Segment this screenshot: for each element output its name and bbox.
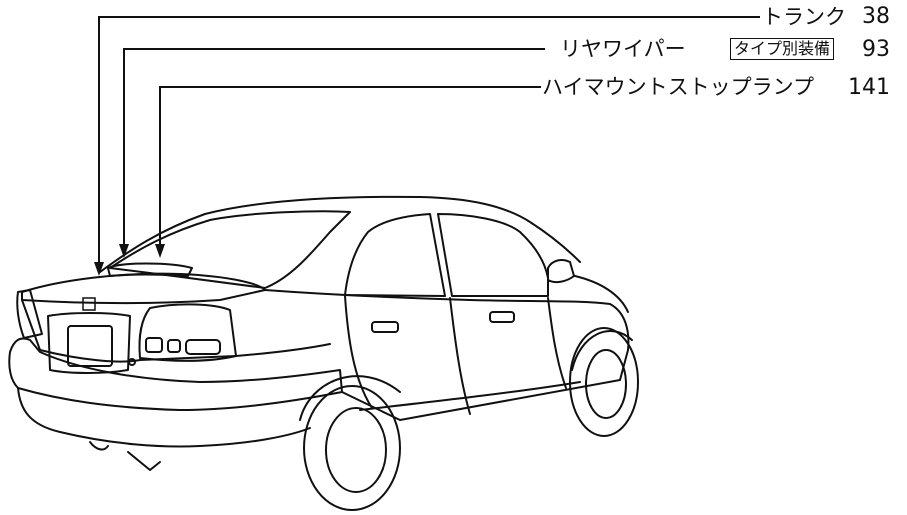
- trunk-lid: [21, 272, 266, 304]
- leader-line-rear-wiper: [123, 48, 545, 254]
- high-mount-lamp-housing: [107, 262, 193, 277]
- license-plate-recess: [47, 312, 131, 374]
- door-line-middle: [449, 297, 471, 415]
- mud-flap-rear: [127, 451, 161, 471]
- arrow-head-icon: [155, 244, 165, 258]
- license-plate: [67, 325, 113, 367]
- callout-high-mount-stop-lamp-page: 141: [848, 75, 890, 100]
- door-line-rear: [344, 295, 373, 409]
- door-line-front: [547, 297, 567, 389]
- leader-line-trunk: [98, 16, 760, 272]
- door-handle-front: [489, 311, 515, 323]
- key-cylinder: [128, 358, 136, 366]
- rear-window: [109, 210, 351, 289]
- front-wheel-arch: [571, 330, 633, 371]
- side-moulding: [359, 381, 581, 411]
- tail-lamp-lens: [145, 337, 163, 353]
- rear-wheel-tyre: [303, 385, 401, 511]
- arrow-head-icon: [119, 244, 129, 258]
- honda-emblem-icon: [82, 297, 96, 311]
- side-mirror: [547, 259, 575, 284]
- rear-wheel-arch: [299, 375, 401, 421]
- callout-rear-wiper-page: 93: [862, 37, 890, 62]
- hood-edge: [574, 275, 629, 313]
- tail-lamp-lens: [185, 339, 221, 355]
- callout-high-mount-stop-lamp-label: ハイマウントストップランプ: [542, 75, 814, 99]
- rear-wheel-rim: [325, 407, 387, 493]
- exhaust-pipe: [89, 441, 109, 451]
- front-wheel-tyre: [569, 327, 639, 437]
- callout-trunk-page: 38: [862, 4, 890, 29]
- side-window-front: [437, 213, 549, 297]
- front-wheel-rim: [585, 349, 627, 419]
- rear-bumper-lower: [17, 387, 311, 448]
- rear-bumper: [8, 337, 343, 411]
- callout-rear-wiper-label: リヤワイパー: [560, 37, 686, 61]
- leader-line-high-mount-stop-lamp: [159, 86, 541, 254]
- callout-trunk-label: トランク: [762, 5, 846, 29]
- tail-lamp-lens: [167, 339, 181, 353]
- door-handle-rear: [371, 321, 399, 333]
- body-side: [264, 289, 630, 421]
- side-window-rear: [344, 213, 446, 297]
- tail-lamp-right: [138, 303, 237, 362]
- type-specific-equipment-badge: タイプ別装備: [730, 38, 835, 60]
- roof-outline: [99, 195, 581, 273]
- tail-lamp-left: [16, 289, 43, 339]
- arrow-head-icon: [94, 262, 104, 276]
